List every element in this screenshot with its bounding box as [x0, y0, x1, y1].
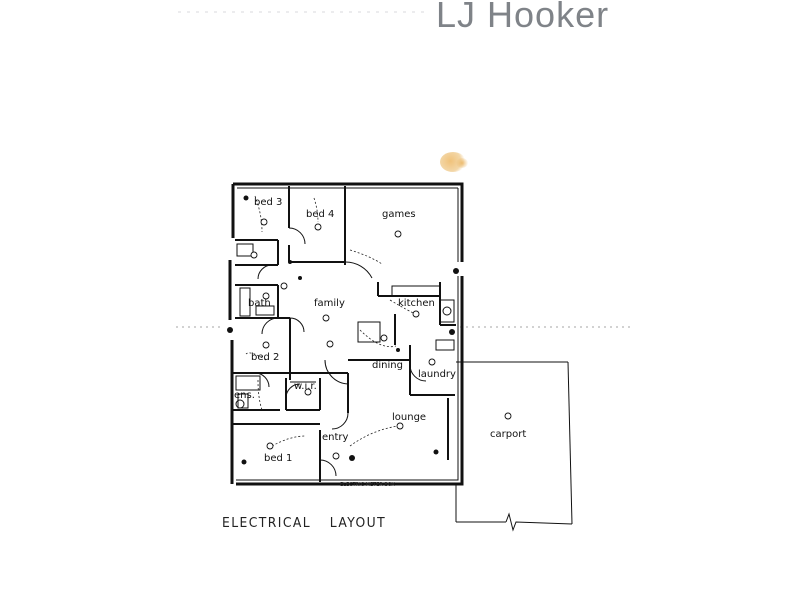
outer-walls-inner — [236, 187, 459, 481]
room-label-kitchen: kitchen — [398, 298, 435, 309]
room-label-bed3: bed 3 — [254, 197, 282, 208]
fixtures — [235, 243, 455, 409]
room-label-bath: bath — [248, 298, 271, 309]
room-label-games: games — [382, 209, 416, 220]
power-outlets — [227, 195, 459, 465]
room-label-dining: dining — [372, 360, 403, 371]
room-label-entry: entry — [322, 432, 349, 443]
room-labels: bed 3 bed 4 games bath family kitchen be… — [234, 197, 526, 488]
room-label-lounge: lounge — [392, 412, 426, 423]
room-label-bed4: bed 4 — [306, 209, 334, 220]
meter-box-label: ELECTRIC METER BOX — [340, 482, 395, 488]
outer-walls — [228, 182, 464, 486]
light-points — [250, 218, 512, 460]
plan-title: ELECTRICAL LAYOUT — [222, 516, 387, 531]
interior-walls — [232, 186, 456, 482]
room-label-wir: w.i.r. — [294, 381, 317, 392]
room-label-laundry: laundry — [418, 369, 456, 380]
paper-stain-spot — [456, 158, 468, 168]
door-swings — [254, 227, 427, 477]
room-label-ens: ens. — [234, 390, 255, 401]
carport-outline — [455, 361, 573, 532]
room-label-bed1: bed 1 — [264, 453, 292, 464]
brand-logo: LJ Hooker — [436, 0, 610, 35]
room-label-family: family — [314, 298, 345, 309]
room-label-carport: carport — [490, 429, 526, 440]
room-label-bed2: bed 2 — [251, 352, 279, 363]
wiring — [245, 195, 417, 447]
